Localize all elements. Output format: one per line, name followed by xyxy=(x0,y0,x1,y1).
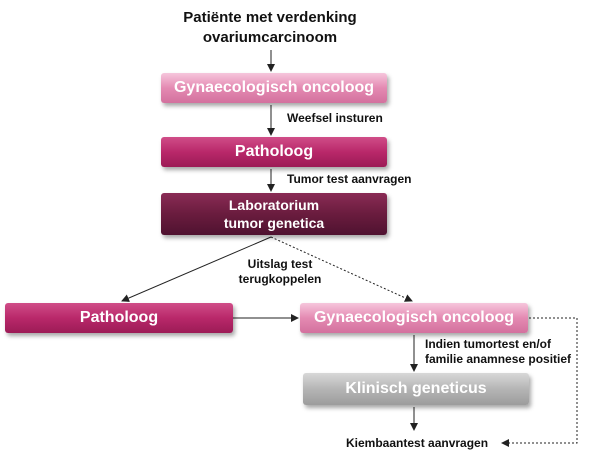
label-uitslag-line2: terugkoppelen xyxy=(238,272,322,286)
arrow-gyn-to-kiembaan-dashed xyxy=(501,317,578,447)
arrow-lab-to-patholoog-left xyxy=(121,236,272,302)
box-klinisch-geneticus-label: Klinisch geneticus xyxy=(345,380,487,397)
start-line1: Patiënte met verdenking xyxy=(183,9,357,26)
label-weefsel: Weefsel insturen xyxy=(287,111,383,125)
box-gyn-oncoloog-top-label: Gynaecologisch oncoloog xyxy=(173,79,375,96)
box-laboratorium: Laboratorium tumor genetica xyxy=(161,193,387,235)
label-indien: Indien tumortest en/of familie anamnese … xyxy=(425,337,571,367)
box-gyn-oncoloog-right-label: Gynaecologisch oncoloog xyxy=(313,309,515,326)
label-uitslag: Uitslag test terugkoppelen xyxy=(230,257,330,287)
arrow-lab-to-gyn-right xyxy=(270,236,413,302)
start-line2: ovariumcarcinoom xyxy=(202,29,338,46)
label-indien-line1: Indien tumortest en/of xyxy=(425,337,551,351)
label-indien-line2: familie anamnese positief xyxy=(425,352,572,366)
start-node: Patiënte met verdenking ovariumcarcinoom xyxy=(160,8,380,48)
box-lab-line2: tumor genetica xyxy=(223,215,325,231)
label-uitslag-line1: Uitslag test xyxy=(247,257,313,271)
label-kiembaan: Kiembaantest aanvragen xyxy=(346,436,489,450)
box-patholoog-left-label: Patholoog xyxy=(79,309,159,326)
box-patholoog-left: Patholoog xyxy=(5,303,233,333)
label-tumor-test: Tumor test aanvragen xyxy=(287,172,412,186)
box-klinisch-geneticus: Klinisch geneticus xyxy=(303,373,529,405)
box-lab-line1: Laboratorium xyxy=(228,197,320,213)
box-patholoog-top: Patholoog xyxy=(161,137,387,167)
box-gyn-oncoloog-right: Gynaecologisch oncoloog xyxy=(300,303,528,333)
box-patholoog-top-label: Patholoog xyxy=(234,143,314,160)
box-gyn-oncoloog-top: Gynaecologisch oncoloog xyxy=(161,73,387,103)
